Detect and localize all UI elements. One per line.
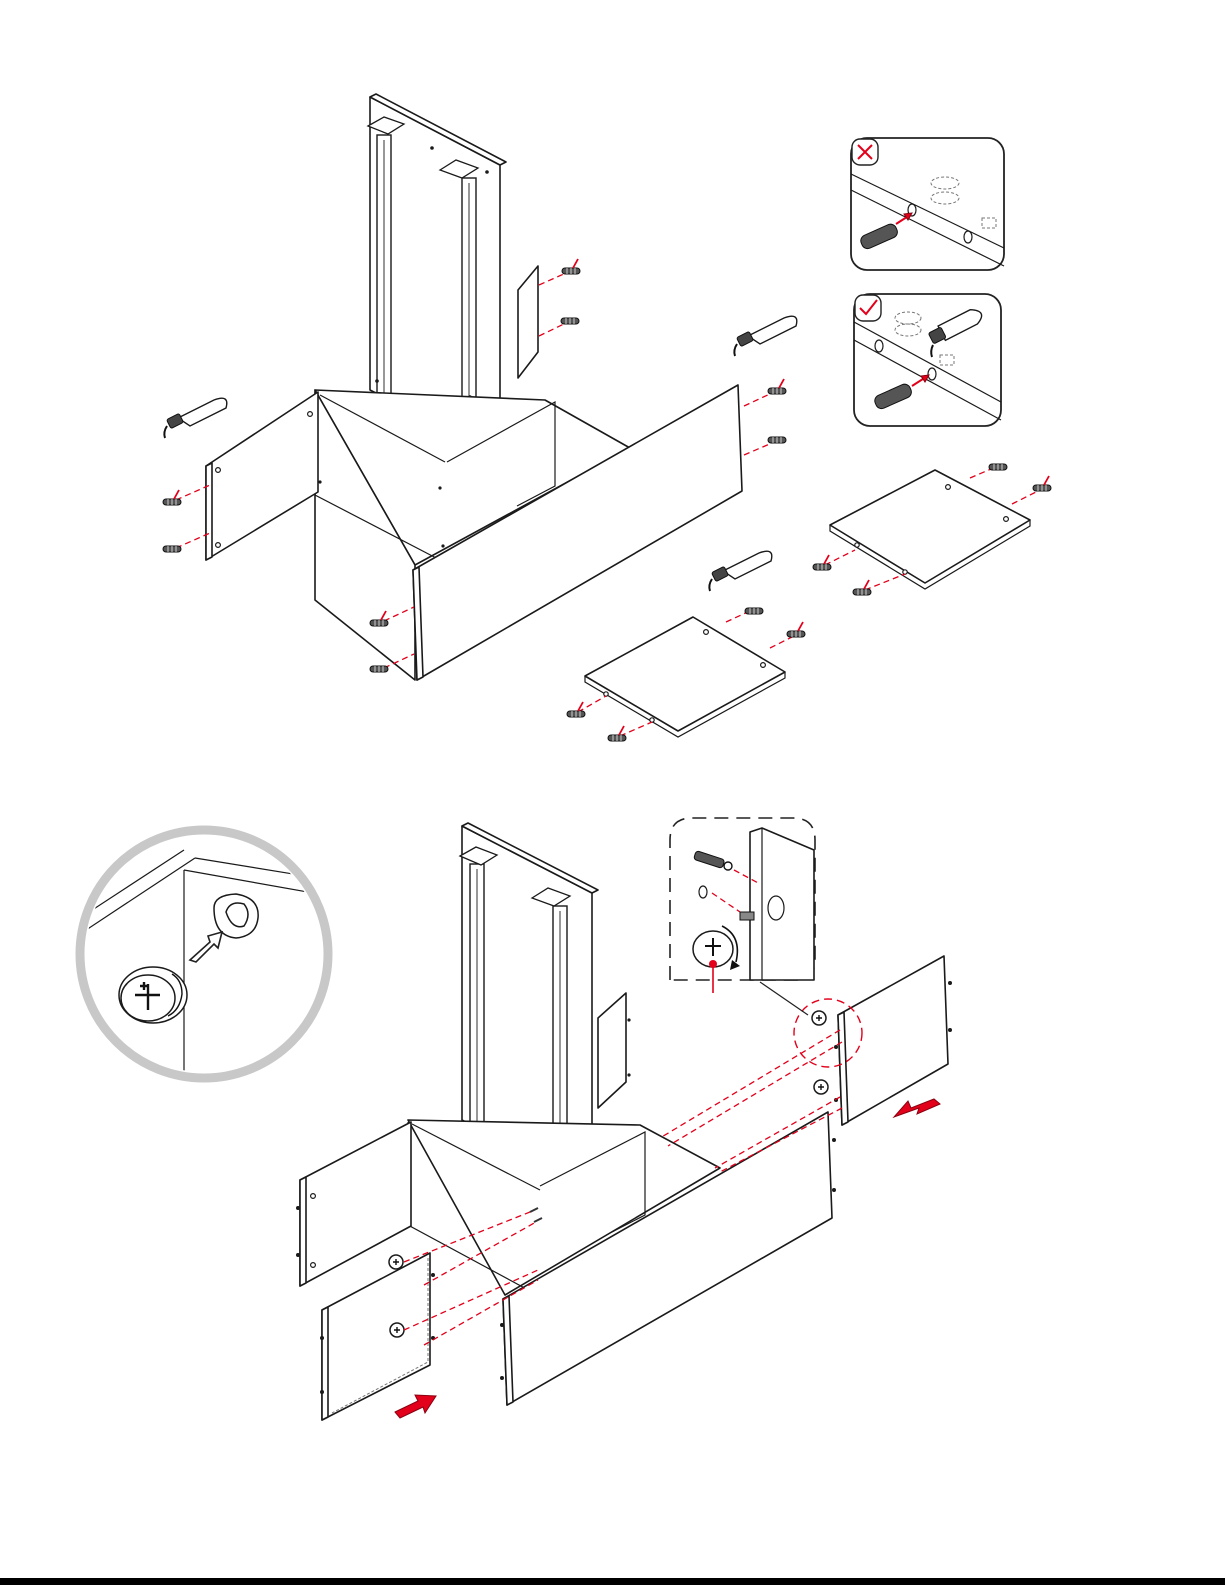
rear-divider-panel <box>518 266 538 378</box>
glue-bottle-icon <box>709 551 771 591</box>
cam-lock-icon <box>814 1080 828 1094</box>
dowel <box>768 379 786 394</box>
dowel <box>989 464 1007 470</box>
cam-lock-icon <box>119 967 187 1023</box>
cam-lock-icon <box>390 1323 404 1337</box>
upper-shelf <box>813 464 1051 595</box>
dowel <box>562 259 580 274</box>
dowel <box>163 490 181 505</box>
callout-cam-lock-detail <box>80 830 330 1080</box>
dowel <box>745 608 763 614</box>
callout-correct <box>854 294 1001 426</box>
dowel <box>813 555 831 570</box>
rear-divider-panel <box>598 993 631 1108</box>
page-bottom-rule <box>0 1578 1225 1585</box>
insert-direction-arrow <box>395 1395 436 1418</box>
cam-lock-icon <box>812 1011 826 1025</box>
cam-lock-icon <box>389 1255 403 1269</box>
dowel <box>853 580 871 595</box>
glue-bottle-icon <box>164 398 226 438</box>
glue-bottle-icon <box>734 316 796 356</box>
step-bottom-assembly <box>80 818 952 1420</box>
callout-incorrect <box>851 138 1004 270</box>
callout-cam-screw-detail <box>670 818 815 1015</box>
dowel <box>561 318 579 324</box>
dowel <box>768 437 786 443</box>
insert-direction-arrow <box>894 1099 940 1117</box>
dowel <box>163 546 181 552</box>
left-side-panel <box>206 392 318 560</box>
lower-shelf <box>567 608 805 741</box>
dowel <box>1033 476 1051 491</box>
dowel <box>787 622 805 637</box>
dowel <box>370 666 388 672</box>
cam-screw-icon <box>693 851 732 870</box>
step-top-assembly <box>163 94 1051 741</box>
dowel <box>608 726 626 741</box>
